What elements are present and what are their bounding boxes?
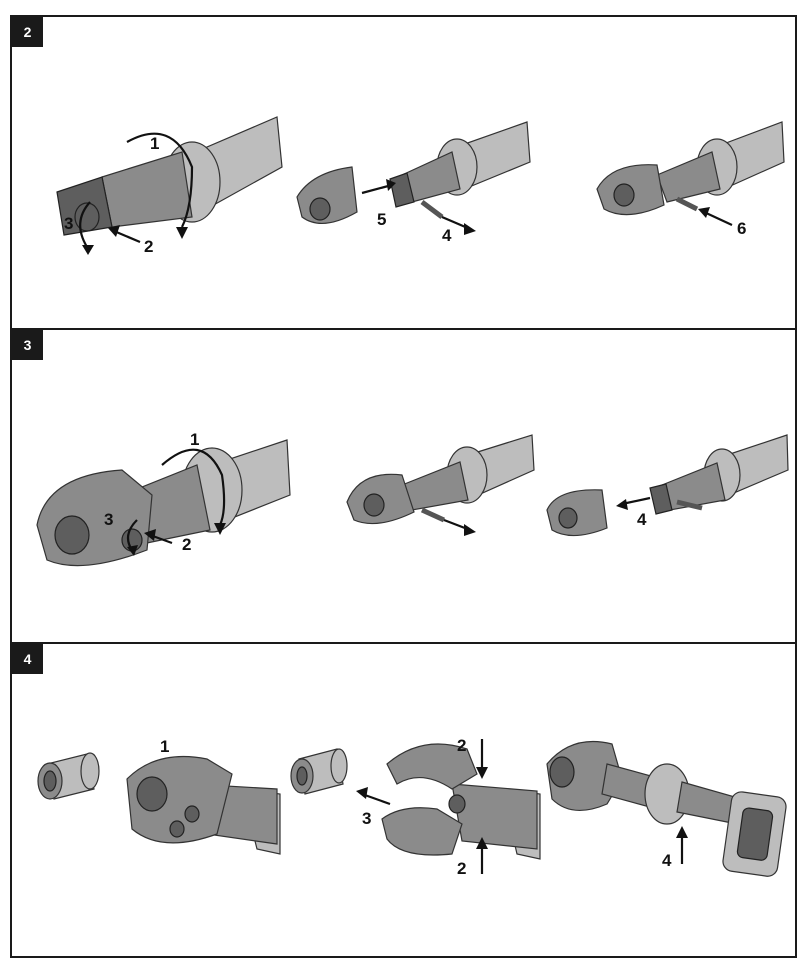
callout-1: 1 (160, 737, 169, 756)
callout-2: 2 (457, 736, 466, 755)
callout-5: 5 (377, 210, 386, 229)
callout-6: 6 (737, 219, 746, 238)
figure-number: 3 (12, 330, 43, 360)
figure-panel-2: 2 1 2 3 5 4 (10, 15, 797, 330)
callout-1: 1 (150, 134, 159, 153)
callout-1: 1 (190, 430, 199, 449)
figure-number: 4 (12, 644, 43, 674)
callout-2: 2 (182, 535, 191, 554)
figure-panel-3: 3 1 3 2 4 (10, 328, 797, 644)
callout-2: 2 (144, 237, 153, 256)
tool-illustration-full-press: 4 (546, 740, 787, 877)
tool-illustration-remove-jaw: 4 (546, 434, 789, 537)
callout-4: 4 (637, 510, 647, 529)
tool-illustration-pull-pin (346, 434, 535, 536)
figure-panel-4: 4 1 2 3 2 (10, 642, 797, 958)
pipe-fitting-illustration (37, 752, 100, 800)
tool-illustration-jaw-rotate: 1 3 2 (36, 430, 291, 567)
callout-3: 3 (362, 809, 371, 828)
tool-illustration-insert-pin: 6 (596, 121, 785, 238)
tool-illustration-remove-jaw: 5 4 (296, 121, 531, 245)
tool-illustration-jaw-open: 2 3 2 (356, 736, 541, 878)
callout-4: 4 (442, 226, 452, 245)
callout-2: 2 (457, 859, 466, 878)
pipe-fitting-illustration (290, 748, 348, 795)
callout-4: 4 (662, 851, 672, 870)
callout-3: 3 (104, 510, 113, 529)
tool-illustration-jaw-closed: 1 (126, 737, 281, 855)
figure-number: 2 (12, 17, 43, 47)
callout-3: 3 (64, 214, 73, 233)
tool-illustration-rotate-head: 1 2 3 (56, 116, 283, 256)
